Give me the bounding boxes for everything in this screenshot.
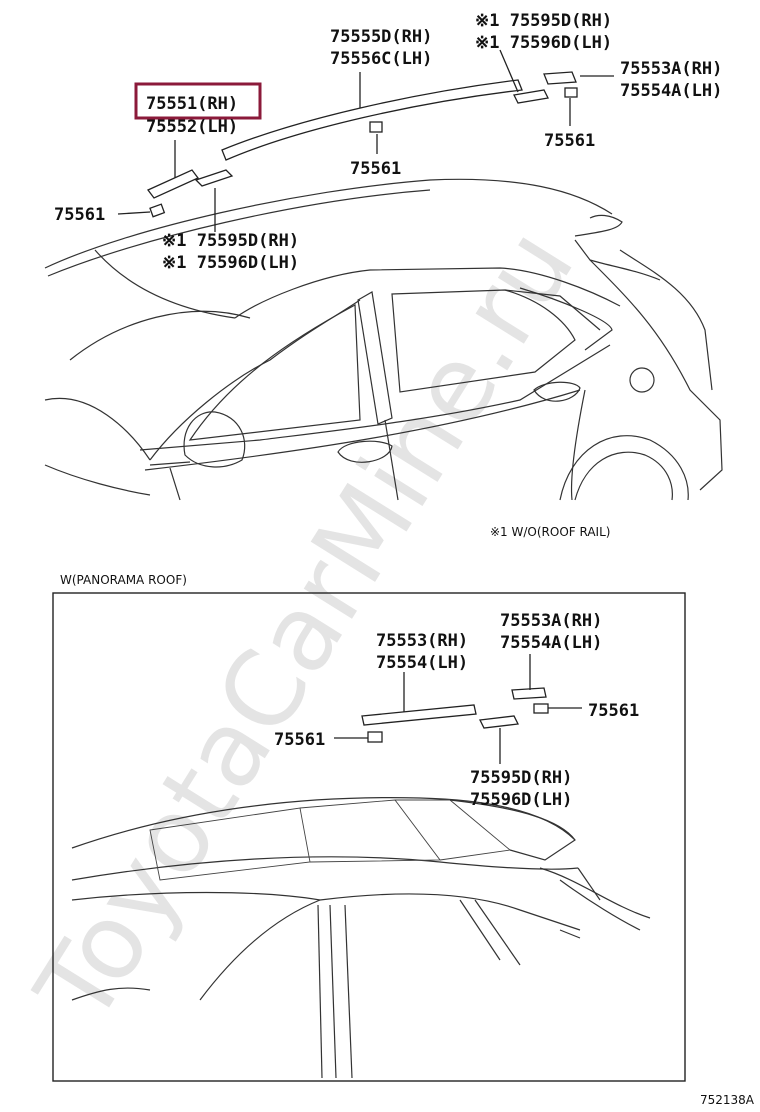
label-75552: 75552(LH): [146, 117, 238, 137]
label-75595d-bottom-left: ※1 75595D(RH): [162, 231, 299, 251]
bottom-labels: 75553(RH) 75554(LH) 75553A(RH) 75554A(LH…: [274, 611, 639, 810]
label-75595d-top-right: ※1 75595D(RH): [475, 11, 612, 31]
note-without-roof-rail: ※1 W/O(ROOF RAIL): [490, 525, 610, 539]
bottom-leader-lines: [334, 654, 582, 764]
label-75561-mid: 75561: [350, 159, 401, 179]
molding-piece-75595d-right[interactable]: [513, 89, 549, 104]
molding-piece-75595d-bottom[interactable]: [479, 715, 519, 729]
roof-molding-75553[interactable]: [361, 704, 477, 726]
label-75596d-top-right: ※1 75596D(LH): [475, 33, 612, 53]
label-75561-bottom-right: 75561: [588, 701, 639, 721]
clip-75561-bottom-left[interactable]: [367, 731, 383, 743]
molding-piece-75553a[interactable]: [543, 71, 577, 85]
section-title-panorama-roof: W(PANORAMA ROOF): [60, 573, 187, 587]
label-75554: 75554(LH): [376, 653, 468, 673]
label-75556c: 75556C(LH): [330, 49, 432, 69]
label-75561-bottom-left: 75561: [274, 730, 325, 750]
figure-code: 752138A: [700, 1093, 755, 1107]
clip-75561-bottom-right[interactable]: [533, 703, 549, 714]
bottom-parts: [361, 687, 549, 743]
label-75561-top-right: 75561: [544, 131, 595, 151]
clip-75561-left[interactable]: [149, 203, 166, 218]
top-labels: 75555D(RH) 75556C(LH) ※1 75595D(RH) ※1 7…: [54, 11, 722, 539]
molding-piece-75553a-bottom[interactable]: [511, 687, 547, 700]
label-75561-left: 75561: [54, 205, 105, 225]
label-75554a-bottom: 75554A(LH): [500, 633, 602, 653]
label-75596d-bottom-left: ※1 75596D(LH): [162, 253, 299, 273]
label-75555d: 75555D(RH): [330, 27, 432, 47]
top-parts: [146, 71, 578, 218]
top-car-body: [44, 178, 723, 501]
roof-molding-75555d[interactable]: [221, 79, 523, 161]
clip-75561-mid[interactable]: [369, 121, 383, 133]
highlight-box: [134, 82, 262, 120]
clip-75561-right[interactable]: [564, 87, 578, 98]
label-75554a: 75554A(LH): [620, 81, 722, 101]
label-75553a: 75553A(RH): [620, 59, 722, 79]
label-75551[interactable]: 75551(RH): [146, 94, 238, 114]
top-leader-lines: [117, 49, 614, 232]
bottom-car-body: [71, 797, 651, 1079]
roof-molding-75551[interactable]: [146, 169, 200, 199]
label-75595d-bottom: 75595D(RH): [470, 768, 572, 788]
label-75553a-bottom: 75553A(RH): [500, 611, 602, 631]
molding-piece-75595d-left[interactable]: [194, 169, 234, 187]
panorama-roof-frame: [52, 592, 686, 1082]
label-75553: 75553(RH): [376, 631, 468, 651]
label-75596d-bottom: 75596D(LH): [470, 790, 572, 810]
